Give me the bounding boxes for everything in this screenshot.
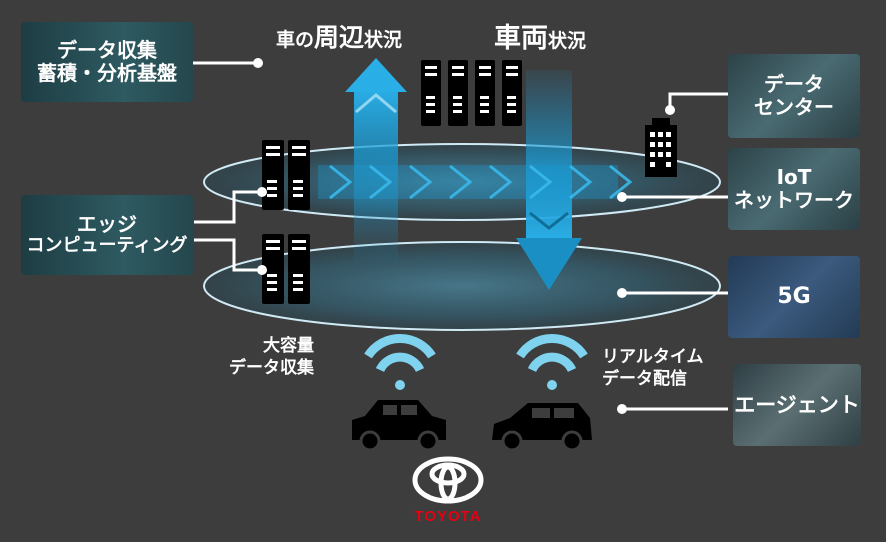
data-center-box: データ センター: [728, 54, 860, 138]
upper-layer-disc: [203, 143, 721, 221]
edge-server-upper-icon: [262, 140, 310, 210]
edge-computing-line1: エッジ: [77, 212, 137, 237]
chevron-band: [318, 164, 633, 200]
edge-computing-box: エッジ コンピューティング: [21, 195, 193, 275]
down-arrow: [516, 70, 582, 290]
up-arrow: [345, 58, 407, 265]
lower-layer-disc: [203, 241, 721, 331]
bulk-collection-label: 大容量 データ収集: [210, 335, 314, 379]
agent-box: エージェント: [733, 364, 861, 446]
iot-network-line1: IoT: [776, 165, 812, 189]
wifi-left-icon: [364, 334, 436, 390]
realtime-delivery-line2: データ配信: [602, 369, 687, 390]
vehicle-status-label: 車両状況: [494, 16, 586, 55]
data-platform-line2: 蓄積・分析基盤: [37, 61, 177, 85]
data-center-line2: センター: [754, 95, 834, 119]
connector-lines: [192, 61, 728, 411]
realtime-delivery-line1: リアルタイム: [602, 347, 704, 367]
vehicle-status-suffix: 状況: [548, 30, 587, 52]
edge-computing-line2: コンピューティング: [26, 235, 188, 257]
car-left-icon: [352, 400, 446, 452]
data-center-line1: データ: [764, 72, 824, 96]
building-icon: [645, 118, 677, 177]
toyota-wordmark: TOYOTA: [414, 508, 482, 525]
iot-network-line2: ネットワーク: [734, 188, 854, 212]
car-right-icon: [492, 403, 592, 452]
vehicle-surroundings-prefix: 車の: [276, 29, 315, 51]
edge-server-lower-icon: [262, 234, 310, 304]
iot-network-box: IoT ネットワーク: [728, 148, 860, 230]
five-g-box: 5G: [728, 256, 860, 338]
five-g-label: 5G: [777, 284, 811, 310]
agent-label: エージェント: [734, 392, 860, 417]
realtime-delivery-label: リアルタイム データ配信: [602, 346, 704, 390]
vehicle-surroundings-main: 周辺: [314, 23, 365, 52]
connector-dots: [253, 58, 675, 414]
toyota-logo: [412, 456, 484, 504]
wifi-right-icon: [516, 334, 588, 390]
vehicle-surroundings-label: 車の周辺状況: [276, 18, 402, 54]
data-platform-line1: データ収集: [57, 38, 157, 62]
bulk-collection-line1: 大容量: [263, 336, 314, 356]
bulk-collection-line2: データ収集: [229, 358, 314, 379]
vehicle-surroundings-suffix: 状況: [364, 29, 403, 51]
vehicle-status-main: 車両: [494, 23, 548, 54]
data-platform-box: データ収集 蓄積・分析基盤: [21, 22, 193, 102]
data-center-servers-icon: [421, 60, 522, 126]
